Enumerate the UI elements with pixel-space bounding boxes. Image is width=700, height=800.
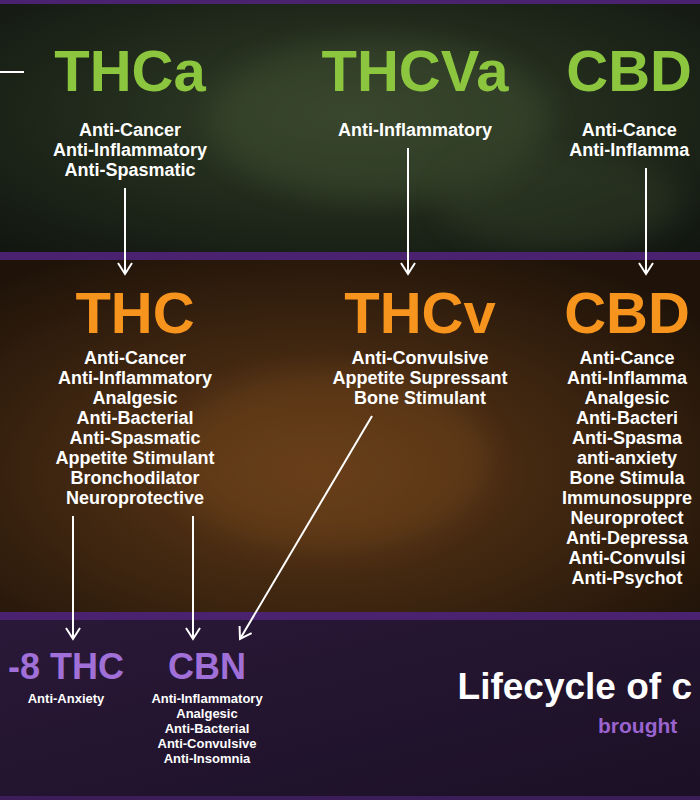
cannabinoid-name: THCVa xyxy=(322,40,509,102)
effect-item: Anti-Bacterial xyxy=(151,721,262,736)
cannabinoid-name: THCv xyxy=(332,282,507,344)
lifecycle-arrow xyxy=(72,516,74,639)
effect-item: Anti-Insomnia xyxy=(151,751,262,766)
effect-item: Anti-Inflammatory xyxy=(322,120,509,140)
effect-item: Immunosuppre xyxy=(562,488,692,508)
effect-item: Anti-Convulsi xyxy=(562,548,692,568)
purple-strip xyxy=(0,0,700,4)
effect-item: Anti-Cance xyxy=(566,120,692,140)
leader-line xyxy=(0,71,24,73)
cannabinoid-group: THC Anti-CancerAnti-InflammatoryAnalgesic… xyxy=(51,280,218,510)
effect-item: Anti-Convulsive xyxy=(151,736,262,751)
lifecycle-arrow xyxy=(407,148,409,274)
effect-item: Anti-Inflamma xyxy=(562,368,692,388)
purple-divider xyxy=(0,252,700,260)
bottom-band xyxy=(0,620,700,800)
effect-item: Anti-Anxiety xyxy=(8,691,124,706)
purple-strip xyxy=(0,796,700,800)
effect-item: Anti-Inflamma xyxy=(566,140,692,160)
cannabinoid-name: THCa xyxy=(53,40,207,102)
lifecycle-arrow xyxy=(124,188,126,274)
effect-item: Anti-Inflammatory xyxy=(53,140,207,160)
effect-item: Appetite Supressant xyxy=(332,368,507,388)
effect-item: Bronchodilator xyxy=(55,468,214,488)
effect-item: Anti-Bacteri xyxy=(562,408,692,428)
effect-item: Appetite Stimulant xyxy=(55,448,214,468)
effect-item: anti-anxiety xyxy=(562,448,692,468)
effect-item: Anti-Psychot xyxy=(562,568,692,588)
infographic-title: Lifecycle of c xyxy=(458,666,692,708)
effect-item: Neuroprotective xyxy=(55,488,214,508)
cannabinoid-name: THC xyxy=(55,282,214,344)
effect-item: Anti-Inflammatory xyxy=(151,691,262,706)
effect-item: Anti-Depressa xyxy=(562,528,692,548)
cannabinoid-group: THCaAnti-CancerAnti-InflammatoryAnti-Spa… xyxy=(49,38,211,182)
effect-item: Anti-Cancer xyxy=(53,120,207,140)
top-band xyxy=(0,0,700,252)
purple-divider xyxy=(0,612,700,620)
middle-band xyxy=(0,260,700,612)
cannabinoid-group: CBD Anti-CanceAnti-Inflamma xyxy=(562,38,696,162)
lifecycle-arrow xyxy=(645,168,647,274)
cannabinoid-group: CBN Anti-InflammatoryAnalgesicAnti-Bacter… xyxy=(147,645,266,768)
effect-item: Anti-Spasma xyxy=(562,428,692,448)
effect-item: Bone Stimulant xyxy=(332,388,507,408)
cannabinoid-group: THCvAnti-ConvulsiveAppetite SupressantBo… xyxy=(328,280,511,410)
credit-text: brought xyxy=(598,714,677,738)
cannabinoid-group: THCVaAnti-Inflammatory xyxy=(318,38,513,142)
cannabinoid-name: CBD xyxy=(566,40,692,102)
effect-item: Anti-Bacterial xyxy=(55,408,214,428)
cannabinoid-name: -8 THC xyxy=(8,647,124,687)
effect-item: Anti-Cancer xyxy=(55,348,214,368)
effect-item: Anti-Inflammatory xyxy=(55,368,214,388)
effect-item: Analgesic xyxy=(151,706,262,721)
effect-item: Analgesic xyxy=(562,388,692,408)
leaf-glow xyxy=(440,150,680,250)
effect-item: Analgesic xyxy=(55,388,214,408)
effect-item: Anti-Spasmatic xyxy=(55,428,214,448)
cannabinoid-group: -8 THC Anti-Anxiety xyxy=(4,645,128,708)
lifecycle-arrow xyxy=(192,516,194,639)
effect-item: Neuroprotect xyxy=(562,508,692,528)
effect-item: Anti-Spasmatic xyxy=(53,160,207,180)
cannabinoid-group: CBDAnti-CanceAnti-InflammaAnalgesicAnti-… xyxy=(558,280,696,590)
effect-item: Anti-Cance xyxy=(562,348,692,368)
cannabinoid-name: CBN xyxy=(151,647,262,687)
effect-item: Bone Stimula xyxy=(562,468,692,488)
effect-item: Anti-Convulsive xyxy=(332,348,507,368)
cannabinoid-name: CBD xyxy=(562,282,692,344)
lifecycle-arrow xyxy=(240,416,372,639)
